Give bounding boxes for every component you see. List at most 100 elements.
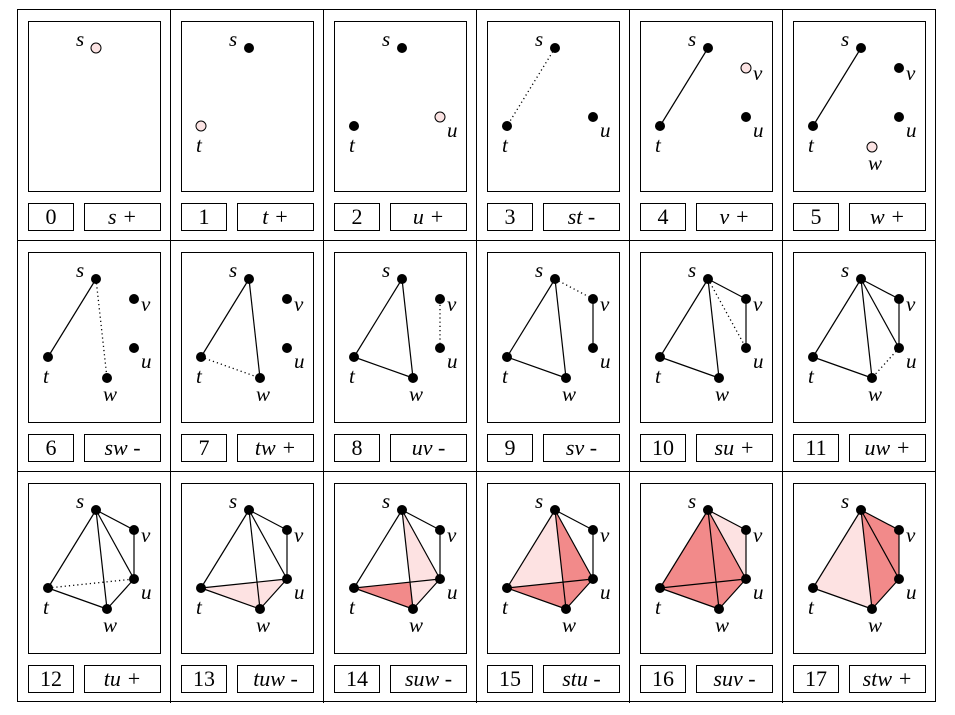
step-action: t + <box>237 203 314 231</box>
vertex-s <box>91 274 101 284</box>
edge-sv <box>860 278 900 300</box>
edge-st <box>47 278 97 358</box>
edge-tw <box>659 587 720 610</box>
vertex-label-w: w <box>256 613 270 637</box>
vertex-label-u: u <box>906 118 917 142</box>
step-number: 12 <box>28 665 74 693</box>
vertex-u <box>588 112 598 122</box>
edge-sv <box>95 509 135 531</box>
vertex-label-t: t <box>808 133 815 157</box>
vertex-label-u: u <box>600 349 611 373</box>
edge-st <box>200 278 250 358</box>
vertex-label-u: u <box>447 118 458 142</box>
vertex-label-t: t <box>502 595 509 619</box>
edge-sw <box>248 278 261 379</box>
edge-tw <box>812 356 873 379</box>
vertex-w <box>255 373 265 383</box>
vertex-u <box>435 574 445 584</box>
vertex-label-t: t <box>349 364 356 388</box>
edge-su <box>860 278 900 349</box>
vertex-v <box>435 294 445 304</box>
vertex-t <box>349 583 359 593</box>
new-edge-st <box>506 47 556 127</box>
vertex-t <box>196 352 206 362</box>
edge-sv <box>554 509 594 531</box>
vertex-label-w: w <box>562 613 576 637</box>
step-action: tuw - <box>237 665 314 693</box>
new-vertex-t <box>195 120 207 132</box>
new-vertex-v <box>740 62 752 74</box>
step-number: 9 <box>487 434 533 462</box>
step-action: uw + <box>849 434 926 462</box>
edge-st <box>659 47 709 127</box>
step-action: tu + <box>84 665 161 693</box>
complex-drawing: stu <box>349 27 458 157</box>
triangle-suw <box>861 510 899 609</box>
step-number: 0 <box>28 203 74 231</box>
step-number: 4 <box>640 203 686 231</box>
vertex-u <box>282 343 292 353</box>
vertex-label-s: s <box>382 258 390 282</box>
vertex-t <box>196 583 206 593</box>
vertex-label-w: w <box>715 382 729 406</box>
vertex-s <box>703 274 713 284</box>
new-vertex-s <box>90 42 102 54</box>
step-number: 14 <box>334 665 380 693</box>
vertex-t <box>502 121 512 131</box>
vertex-w <box>102 604 112 614</box>
vertex-label-v: v <box>447 523 457 547</box>
vertex-label-s: s <box>535 27 543 51</box>
vertex-s <box>856 43 866 53</box>
vertex-u <box>435 343 445 353</box>
edge-uw <box>718 578 747 610</box>
vertex-label-s: s <box>382 489 390 513</box>
step-number: 15 <box>487 665 533 693</box>
edge-tw <box>506 587 567 610</box>
vertex-t <box>655 352 665 362</box>
vertex-label-t: t <box>655 364 662 388</box>
step-number: 1 <box>181 203 227 231</box>
edge-sw <box>401 509 414 610</box>
edge-tw <box>47 587 108 610</box>
step-action: su + <box>696 434 773 462</box>
vertex-t <box>808 583 818 593</box>
vertex-label-w: w <box>868 151 882 175</box>
step-action: suw - <box>390 665 467 693</box>
vertex-label-t: t <box>196 595 203 619</box>
vertex-s <box>91 505 101 515</box>
vertex-label-s: s <box>841 489 849 513</box>
new-vertex-u <box>434 111 446 123</box>
vertex-label-t: t <box>655 595 662 619</box>
vertex-w <box>867 373 877 383</box>
edge-sv <box>707 278 747 300</box>
vertex-label-s: s <box>229 489 237 513</box>
step-action: u + <box>390 203 467 231</box>
vertex-t <box>655 583 665 593</box>
triangle-stw <box>813 510 872 609</box>
vertex-label-u: u <box>753 349 764 373</box>
edge-sw <box>554 509 567 610</box>
vertex-t <box>808 121 818 131</box>
vertex-label-t: t <box>349 595 356 619</box>
vertex-u <box>894 343 904 353</box>
edge-st <box>812 509 862 589</box>
edge-su <box>95 509 135 580</box>
vertex-label-t: t <box>43 364 50 388</box>
vertex-label-u: u <box>447 580 458 604</box>
edge-sw <box>248 509 261 610</box>
